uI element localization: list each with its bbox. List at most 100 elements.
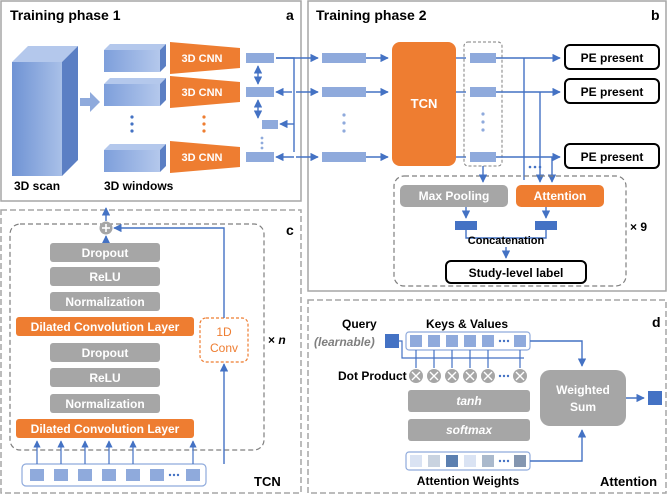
concatenation-label: Concatenation	[468, 235, 545, 247]
input-token	[150, 469, 164, 481]
tcn-output-1	[470, 53, 496, 63]
key-token	[410, 335, 422, 347]
tcn-label: TCN	[411, 96, 438, 111]
normalization-layer-2	[50, 394, 160, 413]
times-icon	[481, 350, 495, 383]
phase2-input-2	[322, 87, 366, 97]
tcn-output-group	[463, 41, 503, 167]
conv1d-label-1: 1D	[216, 325, 232, 339]
pe-present-label-3: PE present	[581, 150, 644, 164]
ellipsis-icon	[498, 374, 510, 378]
attention-vector	[535, 221, 557, 230]
tcn-output-3	[470, 152, 496, 162]
panel-a-border	[0, 0, 302, 202]
panel-c: c Dropout ReLU Normalization Dilated Con…	[0, 207, 302, 494]
window-1	[104, 44, 166, 72]
times-icon	[463, 350, 477, 383]
window-2	[104, 78, 166, 106]
key-token	[464, 335, 476, 347]
normalization-label-1: Normalization	[65, 295, 144, 309]
weighted-sum-label-2: Sum	[570, 400, 596, 414]
weight-token	[514, 455, 526, 467]
ellipsis-icon	[498, 339, 510, 343]
cnn-label-3: 3D CNN	[182, 152, 223, 164]
key-token	[428, 335, 440, 347]
input-token	[186, 469, 200, 481]
cnn-block-1: 3D CNN	[170, 42, 240, 74]
cnn-label-2: 3D CNN	[182, 87, 223, 99]
aggregation-group	[393, 175, 627, 287]
ellipsis-icon	[202, 115, 206, 133]
panel-a-letter: a	[286, 7, 294, 23]
attention-output-vector	[648, 391, 662, 405]
dilated-conv-label-1: Dilated Convolution Layer	[31, 320, 180, 334]
panel-b: Training phase 2 b TCN	[276, 0, 667, 292]
weight-token	[410, 455, 422, 467]
cnn-block-3: 3D CNN	[170, 141, 240, 173]
conv1d-label-2: Conv	[210, 341, 238, 355]
pe-present-box-3	[564, 143, 660, 169]
ellipsis-icon	[168, 473, 180, 477]
window-3	[104, 144, 166, 172]
dilated-conv-layer-1	[16, 317, 194, 336]
scan-to-windows-arrow	[80, 92, 100, 112]
dot-product-label: Dot Product	[338, 369, 407, 383]
key-token	[446, 335, 458, 347]
attention-block	[516, 185, 604, 207]
dilated-conv-label-2: Dilated Convolution Layer	[31, 422, 180, 436]
dropout-layer-1	[50, 243, 160, 262]
feature-vector-2	[246, 87, 274, 97]
panel-c-letter: c	[286, 222, 294, 238]
pe-present-box-2	[564, 78, 660, 104]
attention-label: Attention	[534, 189, 587, 203]
study-level-label: Study-level label	[469, 266, 564, 280]
times-icon	[513, 350, 527, 383]
pe-present-box-1	[564, 44, 660, 70]
windows-label: 3D windows	[104, 179, 174, 193]
weighted-sum-label-1: Weighted	[556, 383, 610, 397]
relu-layer-1	[50, 267, 160, 286]
weight-token	[464, 455, 476, 467]
normalization-label-2: Normalization	[65, 397, 144, 411]
ellipsis-icon	[260, 136, 264, 150]
softmax-label: softmax	[446, 423, 493, 437]
max-pooling-label: Max Pooling	[419, 189, 490, 203]
input-token	[30, 469, 44, 481]
feature-vector-4	[262, 120, 278, 129]
cnn-label-1: 3D CNN	[182, 53, 223, 65]
input-token	[126, 469, 140, 481]
max-pooling-block	[400, 185, 508, 207]
dropout-layer-2	[50, 343, 160, 362]
key-token	[482, 335, 494, 347]
query-label: Query	[342, 317, 377, 331]
tcn-footer-label: TCN	[254, 474, 281, 489]
phase2-input-3	[322, 152, 366, 162]
input-token	[102, 469, 116, 481]
ellipsis-icon	[498, 459, 510, 463]
dropout-label-1: Dropout	[82, 246, 129, 260]
tanh-layer	[408, 390, 530, 412]
ellipsis-icon	[528, 165, 542, 169]
study-level-box	[445, 260, 587, 284]
key-token	[514, 335, 526, 347]
query-vector	[385, 334, 399, 348]
ellipsis-icon	[130, 115, 134, 133]
input-token	[54, 469, 68, 481]
dropout-label-2: Dropout	[82, 346, 129, 360]
feature-vector-3	[246, 152, 274, 162]
pe-present-label-2: PE present	[581, 85, 644, 99]
panel-a: Training phase 1 a 3D scan	[0, 0, 302, 202]
normalization-layer-1	[50, 292, 160, 311]
panel-d: d Query (learnable) Keys & Values Dot Pr…	[307, 299, 667, 494]
tcn-output-2	[470, 87, 496, 97]
ellipsis-icon	[481, 112, 485, 132]
weighted-sum-block	[540, 370, 626, 426]
tcn-block-group	[9, 223, 265, 451]
attention-weights-label: Attention Weights	[417, 474, 520, 488]
times-icon	[409, 350, 423, 383]
pooled-vector	[455, 221, 477, 230]
input-token	[78, 469, 92, 481]
learnable-label: (learnable)	[314, 335, 375, 349]
feature-vector-1	[246, 53, 274, 63]
repeat-n-label: × n	[268, 333, 286, 347]
